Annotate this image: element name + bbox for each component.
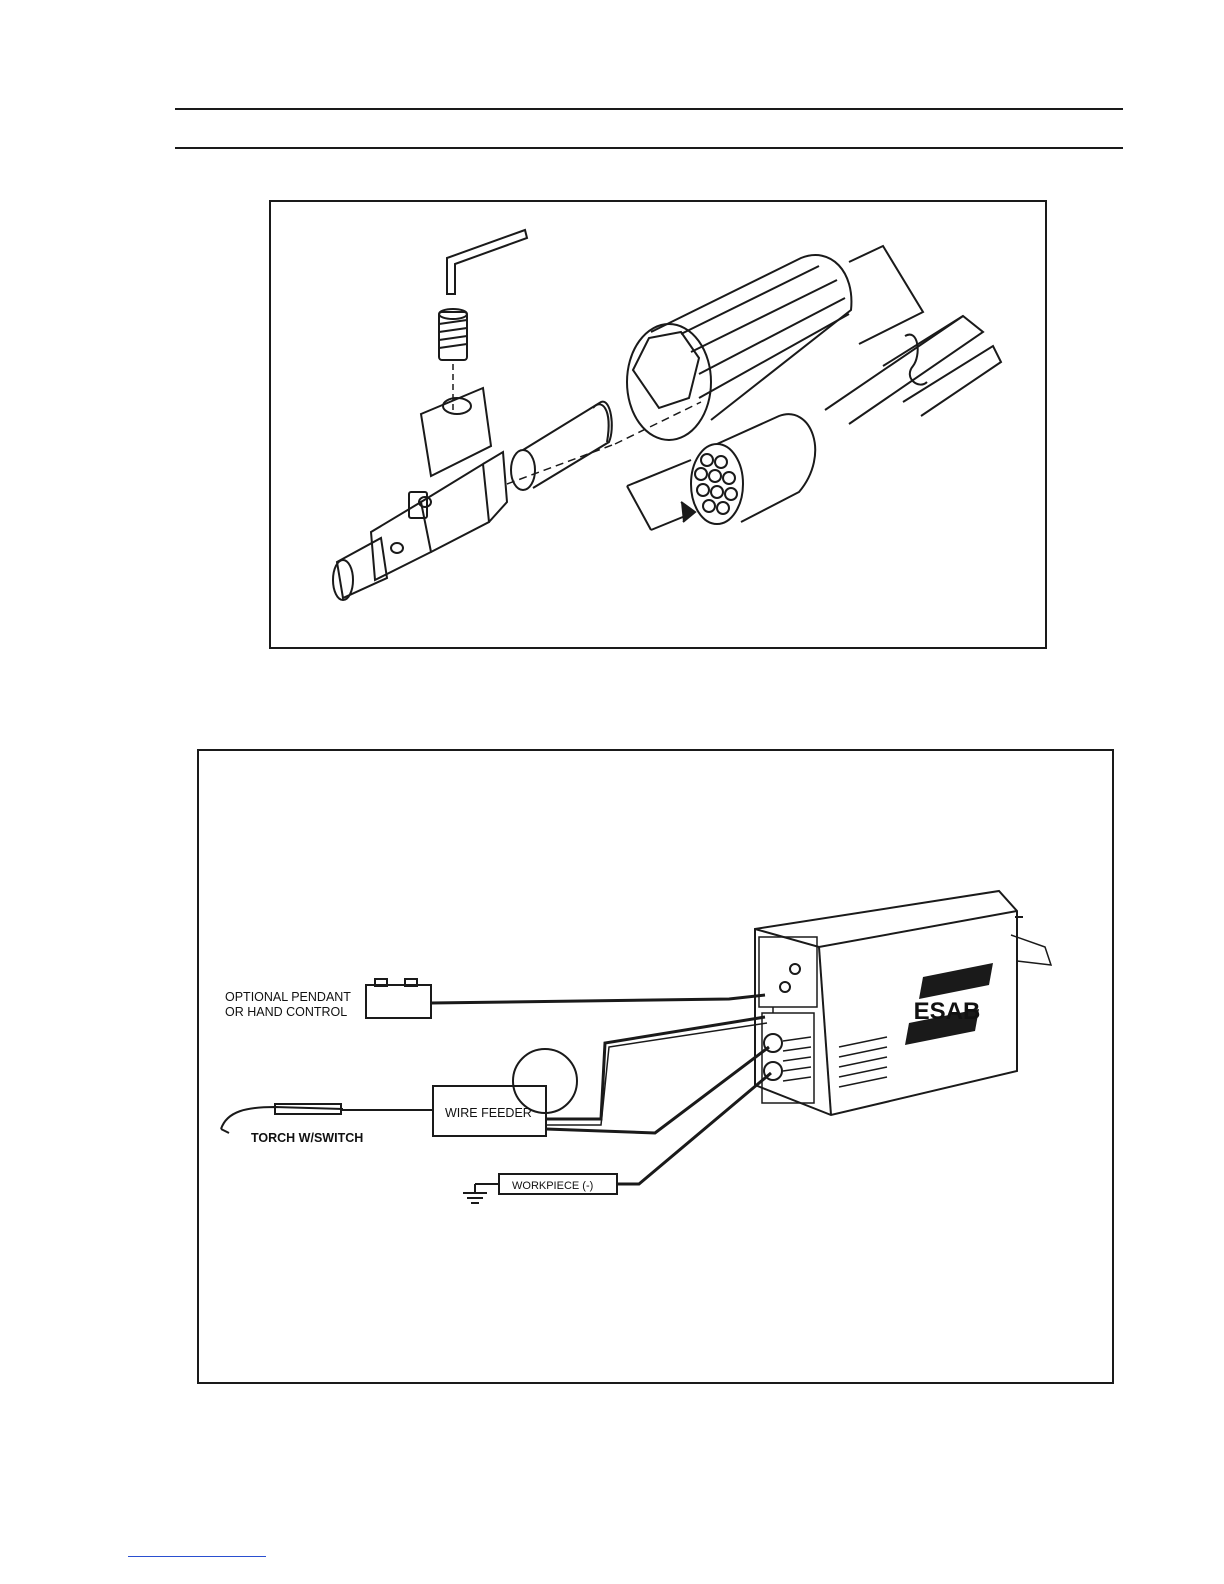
- wire-feeder-label: WIRE FEEDER: [445, 1106, 532, 1120]
- header-rule-top: [175, 108, 1123, 110]
- set-screw: [439, 309, 467, 360]
- workpiece-label: WORKPIECE (-): [512, 1180, 593, 1192]
- header-rule-bottom: [175, 147, 1123, 149]
- control-cable: [546, 1017, 765, 1119]
- nut-cover: [627, 255, 851, 440]
- connector-assembly-figure: [269, 200, 1047, 649]
- vent-grille: [783, 1037, 887, 1087]
- wiring-diagram-figure: ESAB OPTIONAL PENDANT OR HAND CONTROL WI…: [197, 749, 1114, 1384]
- pendant-cable: [431, 995, 765, 1003]
- pendant-label-line-2: OR HAND CONTROL: [225, 1005, 347, 1019]
- connector-body: [333, 388, 507, 600]
- stranded-cable: [691, 414, 815, 524]
- footer-link-underline: [128, 1556, 266, 1557]
- esab-logo: ESAB: [905, 963, 993, 1045]
- power-source-unit: [755, 891, 1051, 1115]
- workpiece-cable: [617, 1073, 771, 1184]
- torch-label: TORCH W/SWITCH: [251, 1131, 363, 1145]
- pendant-control: [366, 979, 431, 1018]
- insertion-arrow: [627, 460, 695, 530]
- connector-assembly-drawing: [271, 202, 1045, 647]
- torch: [221, 1104, 433, 1133]
- wiring-diagram-drawing: ESAB OPTIONAL PENDANT OR HAND CONTROL WI…: [199, 751, 1112, 1382]
- hex-key: [447, 230, 527, 294]
- esab-logo-text: ESAB: [914, 998, 981, 1025]
- cable-sections: [825, 246, 1001, 424]
- ground-icon: [463, 1184, 499, 1203]
- pendant-label-line-1: OPTIONAL PENDANT: [225, 990, 351, 1004]
